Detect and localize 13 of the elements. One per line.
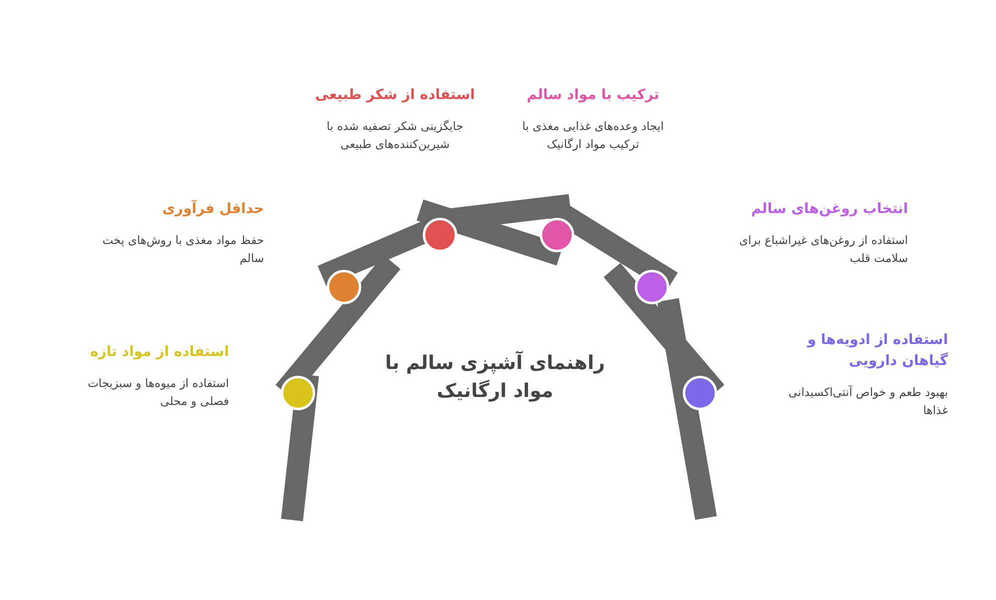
step-heading: استفاده از شکر طبیعی: [314, 86, 476, 105]
step-description: استفاده از روغن‌های غیراشباع برای سلامت قلب: [738, 232, 908, 267]
diagram-title: راهنمای آشپزی سالم با مواد ارگانیک: [384, 350, 606, 404]
step-heading: انتخاب روغن‌های سالم: [750, 200, 908, 219]
step-description: بهبود طعم و خواص آنتی‌اکسیدانی غذاها: [787, 384, 948, 419]
step-heading: حداقل فرآوری: [161, 199, 264, 219]
step-description: حفظ مواد مغذی با روش‌های پخت سالم: [101, 232, 264, 267]
step-description: استفاده از میوه‌ها و سبزیجات فصلی و محلی: [86, 375, 229, 410]
step-heading: ترکیب با مواد سالم: [526, 86, 660, 105]
step-description: جایگزینی شکر تصفیه شده با شیرین‌کننده‌های طبیعی: [326, 118, 464, 153]
step-description: ایجاد وعده‌های غذایی مغذی با ترکیب مواد ارگانیک: [521, 118, 665, 153]
step-heading: استفاده از مواد تازه: [89, 343, 229, 362]
step-heading: استفاده از ادویه‌ها و گیاهان دارویی: [806, 331, 948, 371]
